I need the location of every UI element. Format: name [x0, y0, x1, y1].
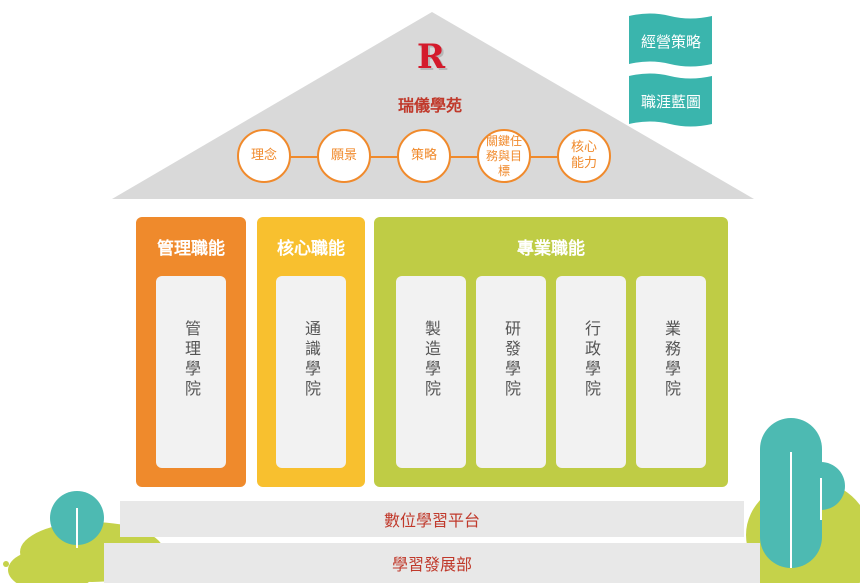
college-general-education[interactable]: 通識學院: [276, 276, 346, 468]
pillar-core: 核心職能 通識學院: [257, 217, 365, 487]
college-manufacturing[interactable]: 製造學院: [396, 276, 466, 468]
college-administration[interactable]: 行政學院: [556, 276, 626, 468]
pillar-title: 核心職能: [277, 239, 345, 259]
flag-top-shape: [629, 13, 712, 67]
college-label: 管理學院: [182, 320, 201, 400]
circle-label: 核心能力: [570, 140, 597, 171]
circle-label: 策略: [410, 148, 437, 163]
college-label: 通識學院: [302, 320, 321, 400]
dot: [14, 560, 22, 568]
brand-logo: R: [416, 37, 446, 77]
circle-label: 關鍵任務與目標: [485, 133, 522, 178]
college-label: 業務學院: [662, 320, 681, 400]
college-label: 製造學院: [422, 320, 441, 400]
college-label: 行政學院: [582, 320, 601, 400]
pillar-professional: 專業職能 製造學院 研發學院 行政學院 業務學院: [374, 217, 728, 487]
base-digital-learning-platform: 數位學習平台: [120, 501, 744, 537]
pillar-title: 管理職能: [157, 239, 225, 259]
circle-vision: 願景: [317, 129, 371, 183]
college-label: 研發學院: [502, 320, 521, 400]
circle-key-tasks: 關鍵任務與目標: [477, 129, 531, 183]
dot: [3, 561, 9, 567]
pillar-title: 專業職能: [517, 239, 585, 259]
base-learning-development-dept: 學習發展部: [104, 543, 760, 583]
college-business[interactable]: 業務學院: [636, 276, 706, 468]
flag-business-strategy: 經營策略: [640, 33, 701, 51]
base-label: 數位學習平台: [383, 511, 480, 530]
dot: [28, 560, 36, 568]
circle-strategy: 策略: [397, 129, 451, 183]
flag-bottom-shape: [629, 73, 712, 127]
base-label: 學習發展部: [391, 555, 472, 574]
circle-philosophy: 理念: [237, 129, 291, 183]
circle-label: 願景: [330, 148, 357, 163]
bush-left-small: [8, 548, 96, 583]
college-management[interactable]: 管理學院: [156, 276, 226, 468]
flag-career-blueprint: 職涯藍圖: [640, 93, 701, 111]
circle-label: 理念: [250, 148, 277, 163]
academy-name: 瑞儀學苑: [397, 96, 462, 115]
college-rnd[interactable]: 研發學院: [476, 276, 546, 468]
pillar-management: 管理職能 管理學院: [136, 217, 246, 487]
circle-core-competence: 核心能力: [557, 129, 611, 183]
